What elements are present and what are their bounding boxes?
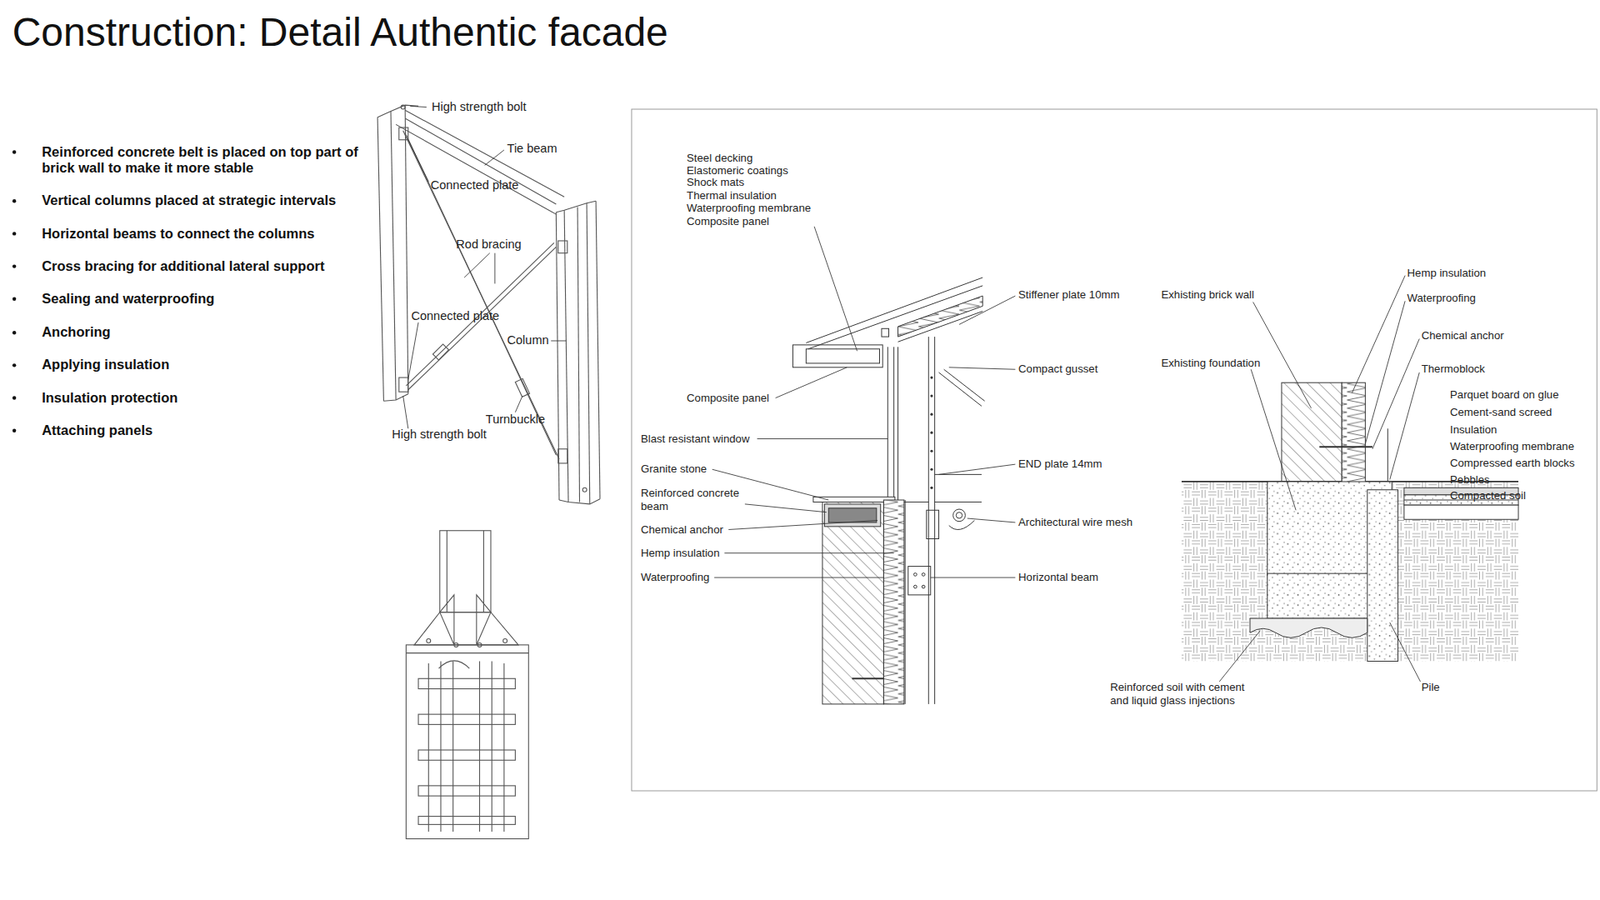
part-label: Hemp insulation bbox=[640, 546, 720, 560]
part-label: END plate 14mm bbox=[1018, 457, 1102, 471]
detail-frame bbox=[631, 109, 1597, 791]
part-label: Column bbox=[507, 333, 550, 348]
part-label: Composite panel bbox=[686, 391, 770, 405]
part-label: Chemical anchor bbox=[640, 523, 724, 537]
bullet-text: Attaching panels bbox=[41, 422, 153, 440]
part-label: Waterproofing bbox=[640, 570, 710, 585]
part-label: Stiffener plate 10mm bbox=[1018, 288, 1120, 302]
bullet-text: Insulation protection bbox=[41, 390, 178, 407]
steel-frame-sketch bbox=[377, 105, 600, 505]
part-label: Reinforced concrete beam bbox=[640, 486, 750, 514]
part-label: Architectural wire mesh bbox=[1018, 515, 1133, 530]
part-label: Tie beam bbox=[507, 141, 558, 156]
wall-roof-detail bbox=[792, 277, 985, 705]
part-label: Connected plate bbox=[410, 309, 500, 324]
bullet-text: Sealing and waterproofing bbox=[41, 290, 215, 308]
part-label: Waterproofing membrane bbox=[1450, 440, 1575, 454]
bullet-text: Cross bracing for additional lateral sup… bbox=[41, 258, 325, 275]
part-label: Compressed earth blocks bbox=[1450, 456, 1575, 470]
part-label: Insulation bbox=[1450, 423, 1497, 437]
part-label: Parquet board on glue bbox=[1450, 388, 1560, 402]
part-label: Exhisting foundation bbox=[1160, 356, 1260, 370]
part-label: High strength bolt bbox=[391, 427, 487, 442]
part-label: Waterproofing membrane bbox=[686, 201, 811, 215]
bullet-text: Anchoring bbox=[41, 324, 111, 341]
part-label: Steel decking bbox=[686, 151, 753, 165]
part-label: Chemical anchor bbox=[1421, 329, 1505, 343]
bullet-text: Applying insulation bbox=[41, 356, 170, 374]
leader-lines bbox=[403, 105, 1421, 682]
part-label: Connected plate bbox=[430, 178, 520, 193]
part-label: High strength bolt bbox=[431, 100, 527, 115]
part-label: Blast resistant window bbox=[640, 432, 750, 446]
part-label: Exhisting brick wall bbox=[1160, 288, 1254, 302]
part-label: Elastomeric coatings bbox=[686, 164, 789, 178]
bullet-text: Vertical columns placed at strategic int… bbox=[41, 192, 336, 210]
part-label: Composite panel bbox=[686, 215, 770, 229]
part-label: Rod bracing bbox=[455, 237, 521, 252]
part-label: Compacted soil bbox=[1450, 489, 1526, 503]
foundation-detail bbox=[1181, 382, 1519, 661]
part-label: Thermoblock bbox=[1421, 362, 1485, 376]
bullet-dots bbox=[12, 150, 16, 433]
part-label: Hemp insulation bbox=[1407, 266, 1487, 280]
part-label: Pile bbox=[1421, 680, 1440, 695]
part-label: Cement-sand screed bbox=[1450, 405, 1552, 420]
column-base-sketch bbox=[405, 530, 529, 840]
bullet-text: Horizontal beams to connect the columns bbox=[41, 225, 315, 243]
slide-title: Construction: Detail Authentic facade bbox=[12, 8, 669, 57]
part-label: Compact gusset bbox=[1018, 362, 1098, 376]
bullet-text: Reinforced concrete belt is placed on to… bbox=[41, 144, 375, 178]
part-label: Turnbuckle bbox=[485, 412, 545, 427]
part-label: Thermal insulation bbox=[686, 189, 777, 203]
part-label: Horizontal beam bbox=[1018, 570, 1099, 585]
part-label: Waterproofing bbox=[1407, 291, 1476, 305]
part-label: Pebbles bbox=[1450, 473, 1490, 487]
part-label: Reinforced soil with cement and liquid g… bbox=[1110, 680, 1256, 708]
part-label: Shock mats bbox=[686, 175, 745, 190]
part-label: Granite stone bbox=[640, 462, 707, 476]
